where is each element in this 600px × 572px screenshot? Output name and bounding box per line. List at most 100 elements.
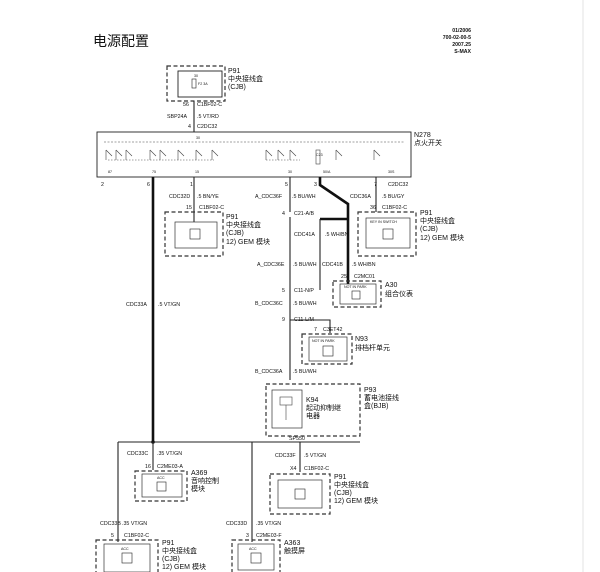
p91-bottom-id: P91 xyxy=(162,540,175,547)
module-icon xyxy=(156,481,167,492)
wire-cdc33d-spec: .35 VT/GN xyxy=(256,521,281,527)
a30-outline xyxy=(332,280,382,308)
header-model: S-MAX xyxy=(454,49,471,55)
switch-pin-5: 5 xyxy=(285,182,288,188)
a369-module-label: ACC xyxy=(157,476,165,480)
module-icon xyxy=(322,345,334,357)
p93-id: P93 xyxy=(364,387,377,394)
wire-sbp24a-code: SBP24A xyxy=(167,114,187,120)
p91-top-name: 中央接线盒 xyxy=(228,74,263,83)
wire-acdc36e-spec: .5 BU/WH xyxy=(293,262,317,268)
p91-bottom-connector: C1BF02-C xyxy=(124,533,149,539)
module-icon xyxy=(121,552,133,564)
p91-gem1-sub: 12) GEM 模块 xyxy=(226,237,270,246)
p91-gem2-module: P91 中央接线盒 (CJB) 12) GEM 模块 xyxy=(269,473,378,515)
p91-bottom-abbr: (CJB) xyxy=(162,556,180,563)
page-title: 电源配置 xyxy=(93,33,149,49)
c11-np-pin: 5 xyxy=(282,288,285,294)
p93-module: K94 起动抑制继 电器 P93 蓄电池接线 盒(BJB) xyxy=(265,383,399,437)
wire-bcdc36c-spec: .5 BU/WH xyxy=(293,301,317,307)
module-icon xyxy=(250,552,262,564)
a363-module-label: ACC xyxy=(249,547,257,551)
p91-gem2-pin: X4 xyxy=(290,466,297,472)
wire-bcdc36c-code: B_CDC36C xyxy=(255,301,283,307)
header-doc-number: 700-02-00-5 xyxy=(443,35,471,41)
n93-module-label: NOT IN PARK xyxy=(312,339,335,343)
wire-cdc41a-code: CDC41A xyxy=(294,232,315,238)
p91-gem1-pin: 15 xyxy=(186,205,192,211)
p91-top-fuse-label: F2 3A xyxy=(198,82,208,86)
p91-key-outline xyxy=(357,211,417,257)
wire-cdc33c-spec: .35 VT/GN xyxy=(157,451,182,457)
wire-cdc41b-spec: .5 WH/BN xyxy=(352,262,376,268)
wire-acdc36f-spec: .5 BU/WH xyxy=(292,194,316,200)
module-icon xyxy=(382,228,394,240)
wire-cdc32d-spec: .5 BN/YE xyxy=(197,194,219,200)
k94-id: K94 xyxy=(306,397,319,404)
n278-c23-label: C23 xyxy=(316,153,323,157)
n93-name: 排档杆单元 xyxy=(355,343,390,352)
a369-module: ACC A369 音响控制 模块 xyxy=(134,470,219,502)
a363-connector: C2ME03-F xyxy=(256,533,282,539)
wire-cdc33f-spec: .5 VT/GN xyxy=(304,453,326,459)
c11-np-connector: C11-N/P xyxy=(294,288,314,294)
p91-top-abbr: (CJB) xyxy=(228,84,246,91)
module-icon xyxy=(294,488,306,500)
n93-id: N93 xyxy=(355,336,368,343)
a369-id: A369 xyxy=(191,470,207,477)
a369-name-line2: 模块 xyxy=(191,484,205,493)
wire-cdc33b-code: CDC33B xyxy=(100,521,121,527)
a30-connector: C2MC01 xyxy=(354,274,375,280)
wire-sbp24a-spec: .5 VT/RD xyxy=(197,114,219,120)
wire-n93-feed xyxy=(290,319,331,333)
n278-input-pin: 4 xyxy=(188,124,191,130)
a30-id: A30 xyxy=(385,282,398,289)
n278-outline xyxy=(96,131,412,178)
p91-gem1-connector: C1BF02-C xyxy=(199,205,224,211)
p93-outline xyxy=(265,383,361,437)
p91-bottom-sub: 12) GEM 模块 xyxy=(162,562,206,571)
n93-module: NOT IN PARK N93 排档杆单元 xyxy=(301,333,390,365)
p91-key-name: 中央接线盒 xyxy=(420,216,455,225)
p91-gem2-abbr: (CJB) xyxy=(334,490,352,497)
a369-name-line1: 音响控制 xyxy=(191,476,219,485)
p91-top-fuse-panel xyxy=(177,70,223,98)
wire-cdc33a-spec: .5 VT/GN xyxy=(158,302,180,308)
p91-top-module: 30 F2 3A P91 中央接线盒 (CJB) 56 C1BF02-C xyxy=(166,65,263,108)
n278-terminal-87: 87 xyxy=(108,170,112,174)
k94-name-line2: 电器 xyxy=(306,411,320,420)
n278-name: 点火开关 xyxy=(414,138,442,147)
p91-top-connector: C1BF02-C xyxy=(197,102,222,108)
p91-gem1-module: P91 中央接线盒 (CJB) 12) GEM 模块 xyxy=(164,211,270,257)
p91-bottom-outline xyxy=(95,539,159,572)
p91-key-sub: 12) GEM 模块 xyxy=(420,233,464,242)
c11-lm-pin: 9 xyxy=(282,317,285,323)
p91-bottom-pin: 5 xyxy=(111,533,114,539)
p91-top-fuse-number: 30 xyxy=(194,74,198,78)
switch-pin-2: 2 xyxy=(101,182,104,188)
p93-name-line1: 蓄电池接线 xyxy=(364,393,399,402)
wire-acdc36f-code: A_CDC36F xyxy=(255,194,283,200)
header-date: 01/2006 xyxy=(452,28,471,34)
p91-gem2-sub: 12) GEM 模块 xyxy=(334,496,378,505)
p91-key-module-label: KEY IN SWITCH xyxy=(370,220,397,224)
p91-gem1-id: P91 xyxy=(226,214,239,221)
switch-pin-3: 3 xyxy=(314,182,317,188)
module-icon xyxy=(351,290,361,300)
switch-connector-right: C2DC32 xyxy=(388,182,408,188)
k94-relay xyxy=(271,389,303,429)
p91-bottom-module: ACC P91 中央接线盒 (CJB) 12) GEM 模块 xyxy=(95,539,206,572)
n278-terminal-15: 15 xyxy=(195,170,199,174)
wire-cdc33f-code: CDC33F xyxy=(275,453,296,459)
p91-top-pin: 56 xyxy=(183,102,189,108)
a363-outline xyxy=(231,539,281,572)
n278-terminal-30: 30 xyxy=(288,170,292,174)
wire-cdc33b-spec: .35 VT/GN xyxy=(122,521,147,527)
wire-cdc32d-code: CDC32D xyxy=(169,194,190,200)
a30-module: NOT IN PARK A30 组合仪表 xyxy=(332,280,413,308)
wire-cdc33c-code: CDC33C xyxy=(127,451,148,457)
a363-name: 触摸屏 xyxy=(284,546,305,555)
a30-pin: 25 xyxy=(341,274,347,280)
p91-top-outline xyxy=(166,65,226,102)
module-icon xyxy=(189,228,201,240)
